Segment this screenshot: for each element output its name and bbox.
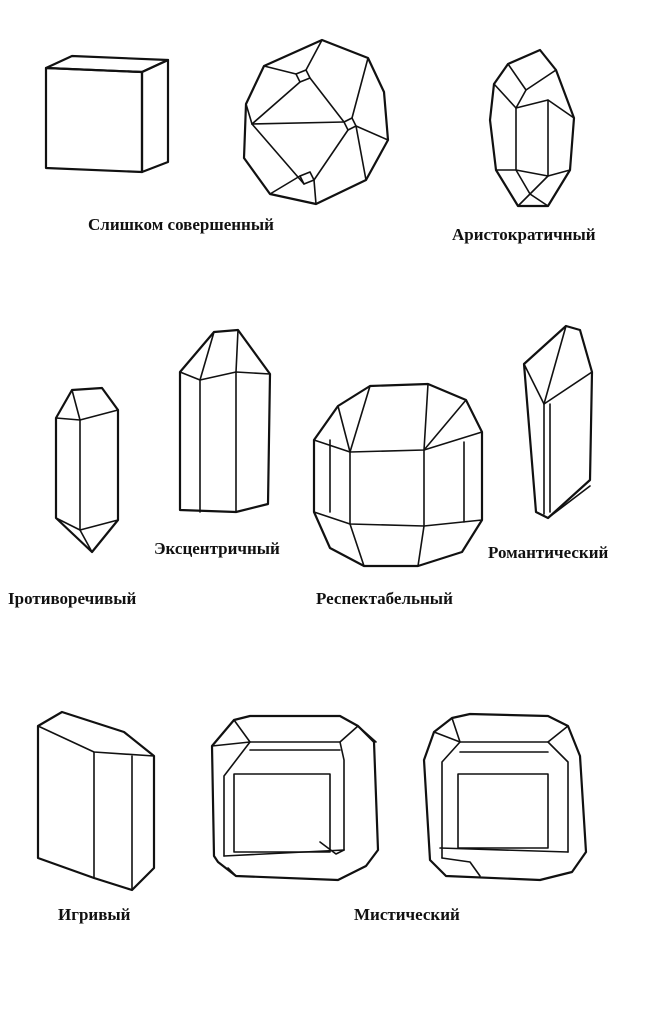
polyhedron-crystal [244, 40, 388, 204]
label-contradictory: Іротиворечивый [8, 590, 136, 607]
label-aristocratic: Аристократичный [452, 226, 596, 243]
cube-crystal [46, 56, 168, 172]
label-eccentric: Эксцентричный [154, 540, 280, 557]
aristocratic-crystal [490, 50, 574, 206]
romantic-crystal [524, 326, 592, 518]
eccentric-crystal [180, 330, 270, 512]
respectable-crystal [314, 384, 482, 566]
label-playful: Игривый [58, 906, 130, 923]
mystical-crystal-left [212, 716, 378, 880]
playful-crystal [38, 712, 154, 890]
contradictory-crystal [56, 388, 118, 552]
label-romantic: Романтический [488, 544, 608, 561]
label-mystical: Мистический [354, 906, 460, 923]
label-respectable: Респектабельный [316, 590, 453, 607]
mystical-crystal-right [424, 714, 586, 880]
label-too-perfect: Слишком совершенный [88, 216, 274, 233]
